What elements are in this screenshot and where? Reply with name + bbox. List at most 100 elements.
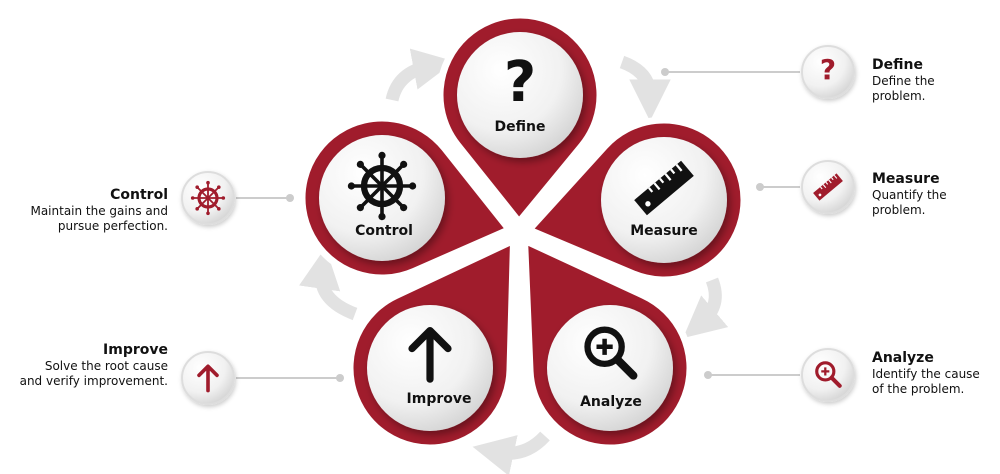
side-item-control: Control Maintain the gains and pursue pe…	[30, 187, 168, 234]
arrow-define-measure	[619, 55, 671, 121]
rim	[197, 187, 219, 209]
side-icon-control	[181, 171, 235, 225]
question-icon: ?	[820, 53, 836, 86]
connector-lines	[236, 68, 800, 382]
arrow-improve-control	[299, 247, 358, 321]
arrow-control-define	[385, 48, 455, 102]
petal-icon: ?	[504, 50, 536, 115]
petal-inner-circle	[547, 305, 673, 431]
petal-analyze	[521, 236, 694, 452]
handle	[195, 207, 199, 211]
handle	[190, 196, 195, 200]
petal-icon	[584, 326, 638, 380]
ship-wheel-icon	[190, 180, 226, 216]
arrow-measure-analyze	[682, 277, 729, 339]
petal-icon	[408, 326, 452, 383]
side-icons: ?	[181, 45, 855, 405]
petal-label-improve: Improve	[406, 391, 472, 407]
side-title: Control	[110, 187, 168, 203]
ruler-tick	[647, 187, 654, 193]
side-icon-circle	[801, 348, 855, 402]
handle	[378, 213, 386, 221]
ruler-tick	[659, 177, 665, 184]
petal-label-analyze: Analyze	[580, 394, 642, 410]
side-desc: Maintain the gains and	[30, 204, 168, 218]
side-icon-measure	[801, 160, 855, 214]
lens	[584, 326, 625, 368]
connector-dot	[336, 374, 344, 382]
ruler-tick	[833, 174, 838, 179]
ruler-tick	[664, 173, 672, 181]
handle	[356, 160, 364, 168]
ruler-tick	[825, 181, 829, 185]
plus	[821, 367, 830, 376]
ruler-tick	[831, 177, 834, 181]
ruler-hole	[645, 201, 651, 207]
ruler-tick	[675, 163, 683, 172]
side-title: Improve	[103, 342, 168, 358]
petal-measure	[525, 116, 748, 284]
magnifier-plus-icon	[815, 361, 842, 388]
arrow-up-icon	[197, 364, 219, 393]
side-item-analyze: Analyze Identify the cause of the proble…	[872, 350, 980, 397]
handle	[217, 207, 221, 211]
petal-label-measure: Measure	[630, 223, 698, 239]
handle	[400, 160, 408, 168]
magnifier-plus-icon	[584, 326, 638, 380]
arrow-analyze-improve	[472, 431, 550, 474]
arrow-up-icon	[408, 326, 452, 383]
hub	[377, 181, 387, 191]
ruler-tick	[670, 168, 676, 175]
side-icon-analyze	[801, 348, 855, 402]
rim	[360, 164, 404, 208]
question-icon: ?	[820, 53, 836, 86]
ruler-tick	[822, 184, 827, 189]
side-desc: Solve the root cause	[44, 359, 168, 373]
side-title: Analyze	[872, 350, 934, 366]
ruler-tick	[819, 186, 823, 190]
handle	[206, 211, 210, 216]
ruler-hole	[818, 193, 822, 197]
arrow-up-icon	[197, 364, 219, 393]
petal-control	[298, 114, 513, 282]
side-icon-circle	[801, 45, 855, 99]
handle	[217, 185, 221, 189]
handle	[206, 180, 210, 185]
handle	[409, 182, 417, 190]
side-desc: Identify the cause	[872, 367, 980, 381]
petal-icon	[347, 151, 417, 221]
magnifier-plus-icon	[815, 361, 842, 388]
side-desc: problem.	[872, 89, 926, 103]
petal-define: ?	[436, 11, 604, 226]
arrow	[197, 364, 219, 393]
side-desc: of the problem.	[872, 382, 965, 396]
cycle-arrows	[299, 48, 729, 474]
petal-improve	[346, 236, 518, 452]
petal-label-control: Control	[355, 223, 413, 239]
handle	[378, 151, 386, 159]
handle	[221, 196, 226, 200]
side-desc: Define the	[872, 74, 935, 88]
handle	[356, 204, 364, 212]
side-item-define: Define Define the problem.	[872, 57, 935, 104]
petal-label-define: Define	[494, 119, 546, 135]
petals: ?	[298, 11, 748, 452]
connector-dot	[286, 194, 294, 202]
lens	[815, 361, 836, 382]
petal-icon	[634, 160, 694, 216]
handle	[400, 204, 408, 212]
ship-wheel-icon	[190, 180, 226, 216]
plus	[596, 338, 613, 355]
side-item-measure: Measure Quantify the problem.	[872, 171, 947, 218]
side-item-improve: Improve Solve the root cause and verify …	[20, 342, 168, 389]
connector-dot	[704, 371, 712, 379]
connector-dot	[661, 68, 669, 76]
ruler-tick	[653, 182, 661, 191]
hub	[205, 195, 211, 201]
ruler-icon	[813, 173, 843, 201]
handle	[195, 185, 199, 189]
handle	[829, 375, 842, 388]
connector-dot	[756, 183, 764, 191]
